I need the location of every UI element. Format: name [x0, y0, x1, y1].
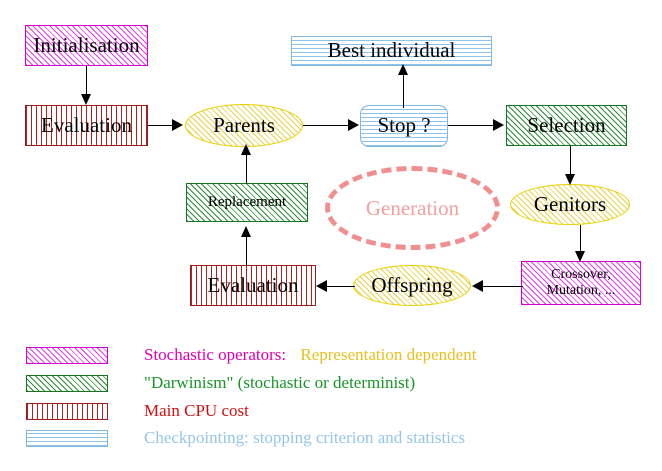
edge-selection-to-genitors	[570, 146, 572, 178]
node-generation-boundary: Generation	[325, 166, 500, 250]
edge-evaluation-to-parents	[148, 125, 176, 127]
node-crossover-mutation[interactable]: Crossover, Mutation, ...	[521, 261, 641, 305]
arrowhead-initialisation-to-evaluation	[81, 94, 91, 105]
legend-swatch-magenta-diagonal-hatch	[26, 346, 108, 364]
node-offspring[interactable]: Offspring	[353, 265, 471, 306]
legend-swatch-green-diagonal-hatch	[26, 374, 108, 392]
node-stop-label: Stop ?	[377, 113, 431, 138]
edge-offspring-to-evaluation	[322, 286, 355, 288]
legend-row-checkpointing: Checkpointing: stopping criterion and st…	[26, 428, 465, 448]
node-parents[interactable]: Parents	[185, 104, 303, 147]
edge-evaluation-to-replacement	[246, 232, 248, 266]
legend-label-darwinism: "Darwinism" (stochastic or determinist)	[144, 373, 416, 392]
edge-replacement-to-parents	[246, 150, 248, 184]
node-genitors[interactable]: Genitors	[510, 184, 630, 225]
node-selection[interactable]: Selection	[506, 105, 627, 146]
edge-stop-to-best-individual	[403, 70, 405, 108]
node-selection-label: Selection	[527, 112, 606, 137]
arrowhead-selection-to-genitors	[565, 174, 575, 185]
arrowhead-crossover-to-offspring	[472, 280, 483, 292]
edge-initialisation-to-evaluation	[86, 66, 88, 98]
legend-label-checkpointing: Checkpointing: stopping criterion and st…	[144, 428, 466, 447]
legend-swatch-blue-horizontal-hatch	[26, 429, 108, 447]
arrowhead-offspring-to-evaluation	[316, 280, 327, 292]
arrowhead-evaluation-to-replacement	[241, 226, 251, 237]
edge-genitors-to-crossover	[580, 225, 582, 255]
arrowhead-parents-to-stop	[348, 119, 359, 131]
arrowhead-stop-to-selection	[493, 119, 504, 131]
node-parents-label: Parents	[213, 112, 275, 137]
node-crossover-label-line2: Mutation, ...	[546, 283, 616, 298]
legend-label-representation-dependent: Representation dependent	[300, 345, 477, 364]
node-best-individual[interactable]: Best individual	[291, 36, 492, 66]
legend-label-stochastic-operators: Stochastic operators:	[144, 345, 287, 364]
node-evaluation-bottom[interactable]: Evaluation	[190, 265, 316, 306]
legend-row-main-cpu-cost: Main CPU cost	[26, 401, 249, 421]
arrowhead-stop-to-best-individual	[398, 64, 408, 75]
legend-text-stochastic-operators: Stochastic operators: Representation dep…	[144, 345, 476, 365]
node-initialisation-label: Initialisation	[33, 32, 140, 57]
arrowhead-genitors-to-crossover	[575, 251, 585, 262]
legend-row-darwinism: "Darwinism" (stochastic or determinist)	[26, 373, 415, 393]
legend-row-stochastic-operators: Stochastic operators: Representation dep…	[26, 345, 476, 365]
node-replacement[interactable]: Replacement	[186, 183, 308, 222]
node-evaluation-bottom-label: Evaluation	[207, 272, 299, 297]
legend-label-main-cpu-cost: Main CPU cost	[144, 401, 249, 420]
node-generation-label: Generation	[365, 195, 460, 220]
arrowhead-evaluation-to-parents	[172, 119, 183, 131]
node-initialisation[interactable]: Initialisation	[25, 25, 148, 66]
node-replacement-label: Replacement	[207, 193, 287, 210]
arrowhead-replacement-to-parents	[241, 144, 251, 155]
node-genitors-label: Genitors	[533, 191, 607, 216]
node-crossover-label-line1: Crossover,	[551, 266, 611, 282]
node-best-individual-label: Best individual	[327, 38, 456, 63]
edge-parents-to-stop	[303, 125, 353, 127]
edge-stop-to-selection	[448, 125, 498, 127]
edge-crossover-to-offspring	[478, 286, 523, 288]
node-evaluation-top[interactable]: Evaluation	[25, 105, 148, 146]
node-offspring-label: Offspring	[371, 272, 453, 297]
node-evaluation-top-label: Evaluation	[41, 112, 132, 137]
legend-swatch-red-vertical-hatch	[26, 402, 108, 420]
node-stop[interactable]: Stop ?	[360, 105, 448, 147]
